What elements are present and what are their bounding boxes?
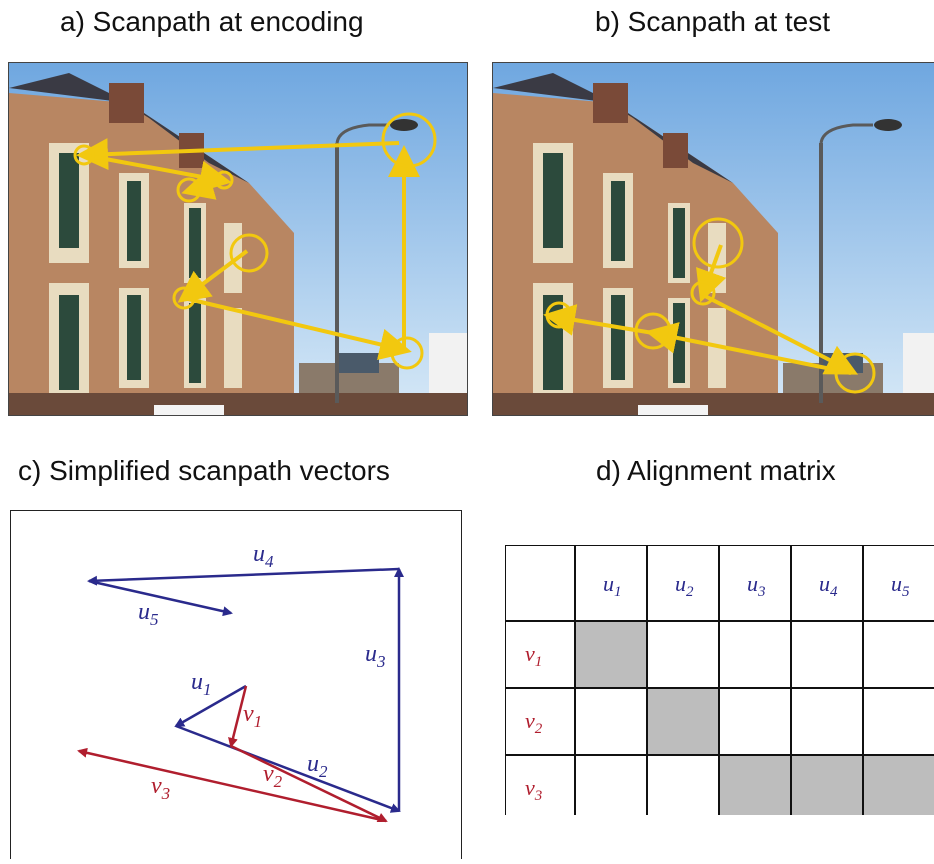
vector-u2 bbox=[175, 724, 401, 813]
matrix-row-header-1: v1 bbox=[525, 641, 542, 670]
matrix-cell-r3-c2 bbox=[647, 755, 719, 822]
vector-v3 bbox=[77, 747, 387, 823]
matrix-col-header-5: u5 bbox=[891, 571, 910, 600]
matrix-cell-r2-c3 bbox=[719, 688, 791, 755]
matrix-col-header-4: u4 bbox=[819, 571, 838, 600]
photo-test bbox=[492, 62, 934, 416]
label-v3: v3 bbox=[151, 773, 170, 803]
matrix-cell-r2-c2 bbox=[647, 688, 719, 755]
matrix-row-header-2: v2 bbox=[525, 708, 543, 737]
matrix-cell-r3-c3 bbox=[719, 755, 791, 822]
title-scanpath-test: b) Scanpath at test bbox=[595, 6, 831, 37]
matrix-row-header-3: v3 bbox=[525, 775, 542, 804]
matrix-cell-r2-c4 bbox=[791, 688, 863, 755]
street-scene-encoding bbox=[9, 63, 467, 415]
label-u3: u3 bbox=[365, 641, 386, 671]
title-alignment-matrix: d) Alignment matrix bbox=[596, 455, 836, 486]
alignment-matrix-grid: u1 u2 u3 u4 u5 v1 v2 v3 bbox=[504, 544, 934, 823]
matrix-cell-r3-c1 bbox=[575, 755, 647, 822]
vectors-panel: u4 u5 u3 u1 u2 v1 v2 v3 bbox=[10, 510, 462, 859]
label-u2: u2 bbox=[307, 751, 328, 781]
label-u1: u1 bbox=[191, 669, 212, 699]
matrix-cell-r1-c3 bbox=[719, 621, 791, 688]
matrix-cell-r3-c4 bbox=[791, 755, 863, 822]
matrix-cell-r1-c4 bbox=[791, 621, 863, 688]
matrix-cell-r1-c2 bbox=[647, 621, 719, 688]
vector-v1 bbox=[228, 685, 248, 748]
vectors-diagram: u4 u5 u3 u1 u2 v1 v2 v3 bbox=[77, 541, 404, 823]
matrix-cell-r3-c5 bbox=[863, 755, 934, 822]
title-scanpath-encoding: a) Scanpath at encoding bbox=[60, 6, 364, 37]
label-u5: u5 bbox=[138, 599, 159, 629]
label-v1: v1 bbox=[243, 701, 262, 731]
vector-v2 bbox=[230, 744, 388, 823]
photo-encoding bbox=[8, 62, 468, 416]
alignment-matrix: u1 u2 u3 u4 u5 v1 v2 v3 bbox=[504, 544, 934, 823]
matrix-col-header-3: u3 bbox=[747, 571, 766, 600]
label-u4: u4 bbox=[253, 541, 274, 571]
street-scene-test bbox=[493, 63, 934, 415]
matrix-cell-r2-c5 bbox=[863, 688, 934, 755]
vector-u4 bbox=[87, 567, 400, 586]
matrix-cell-r2-c1 bbox=[575, 688, 647, 755]
matrix-cell-r1-c5 bbox=[863, 621, 934, 688]
matrix-col-header-1: u1 bbox=[603, 571, 622, 600]
vector-u5 bbox=[88, 579, 233, 617]
matrix-cell-r1-c1 bbox=[575, 621, 647, 688]
vector-u1 bbox=[174, 684, 247, 728]
matrix-col-header-2: u2 bbox=[675, 571, 694, 600]
title-simplified-vectors: c) Simplified scanpath vectors bbox=[18, 455, 390, 486]
